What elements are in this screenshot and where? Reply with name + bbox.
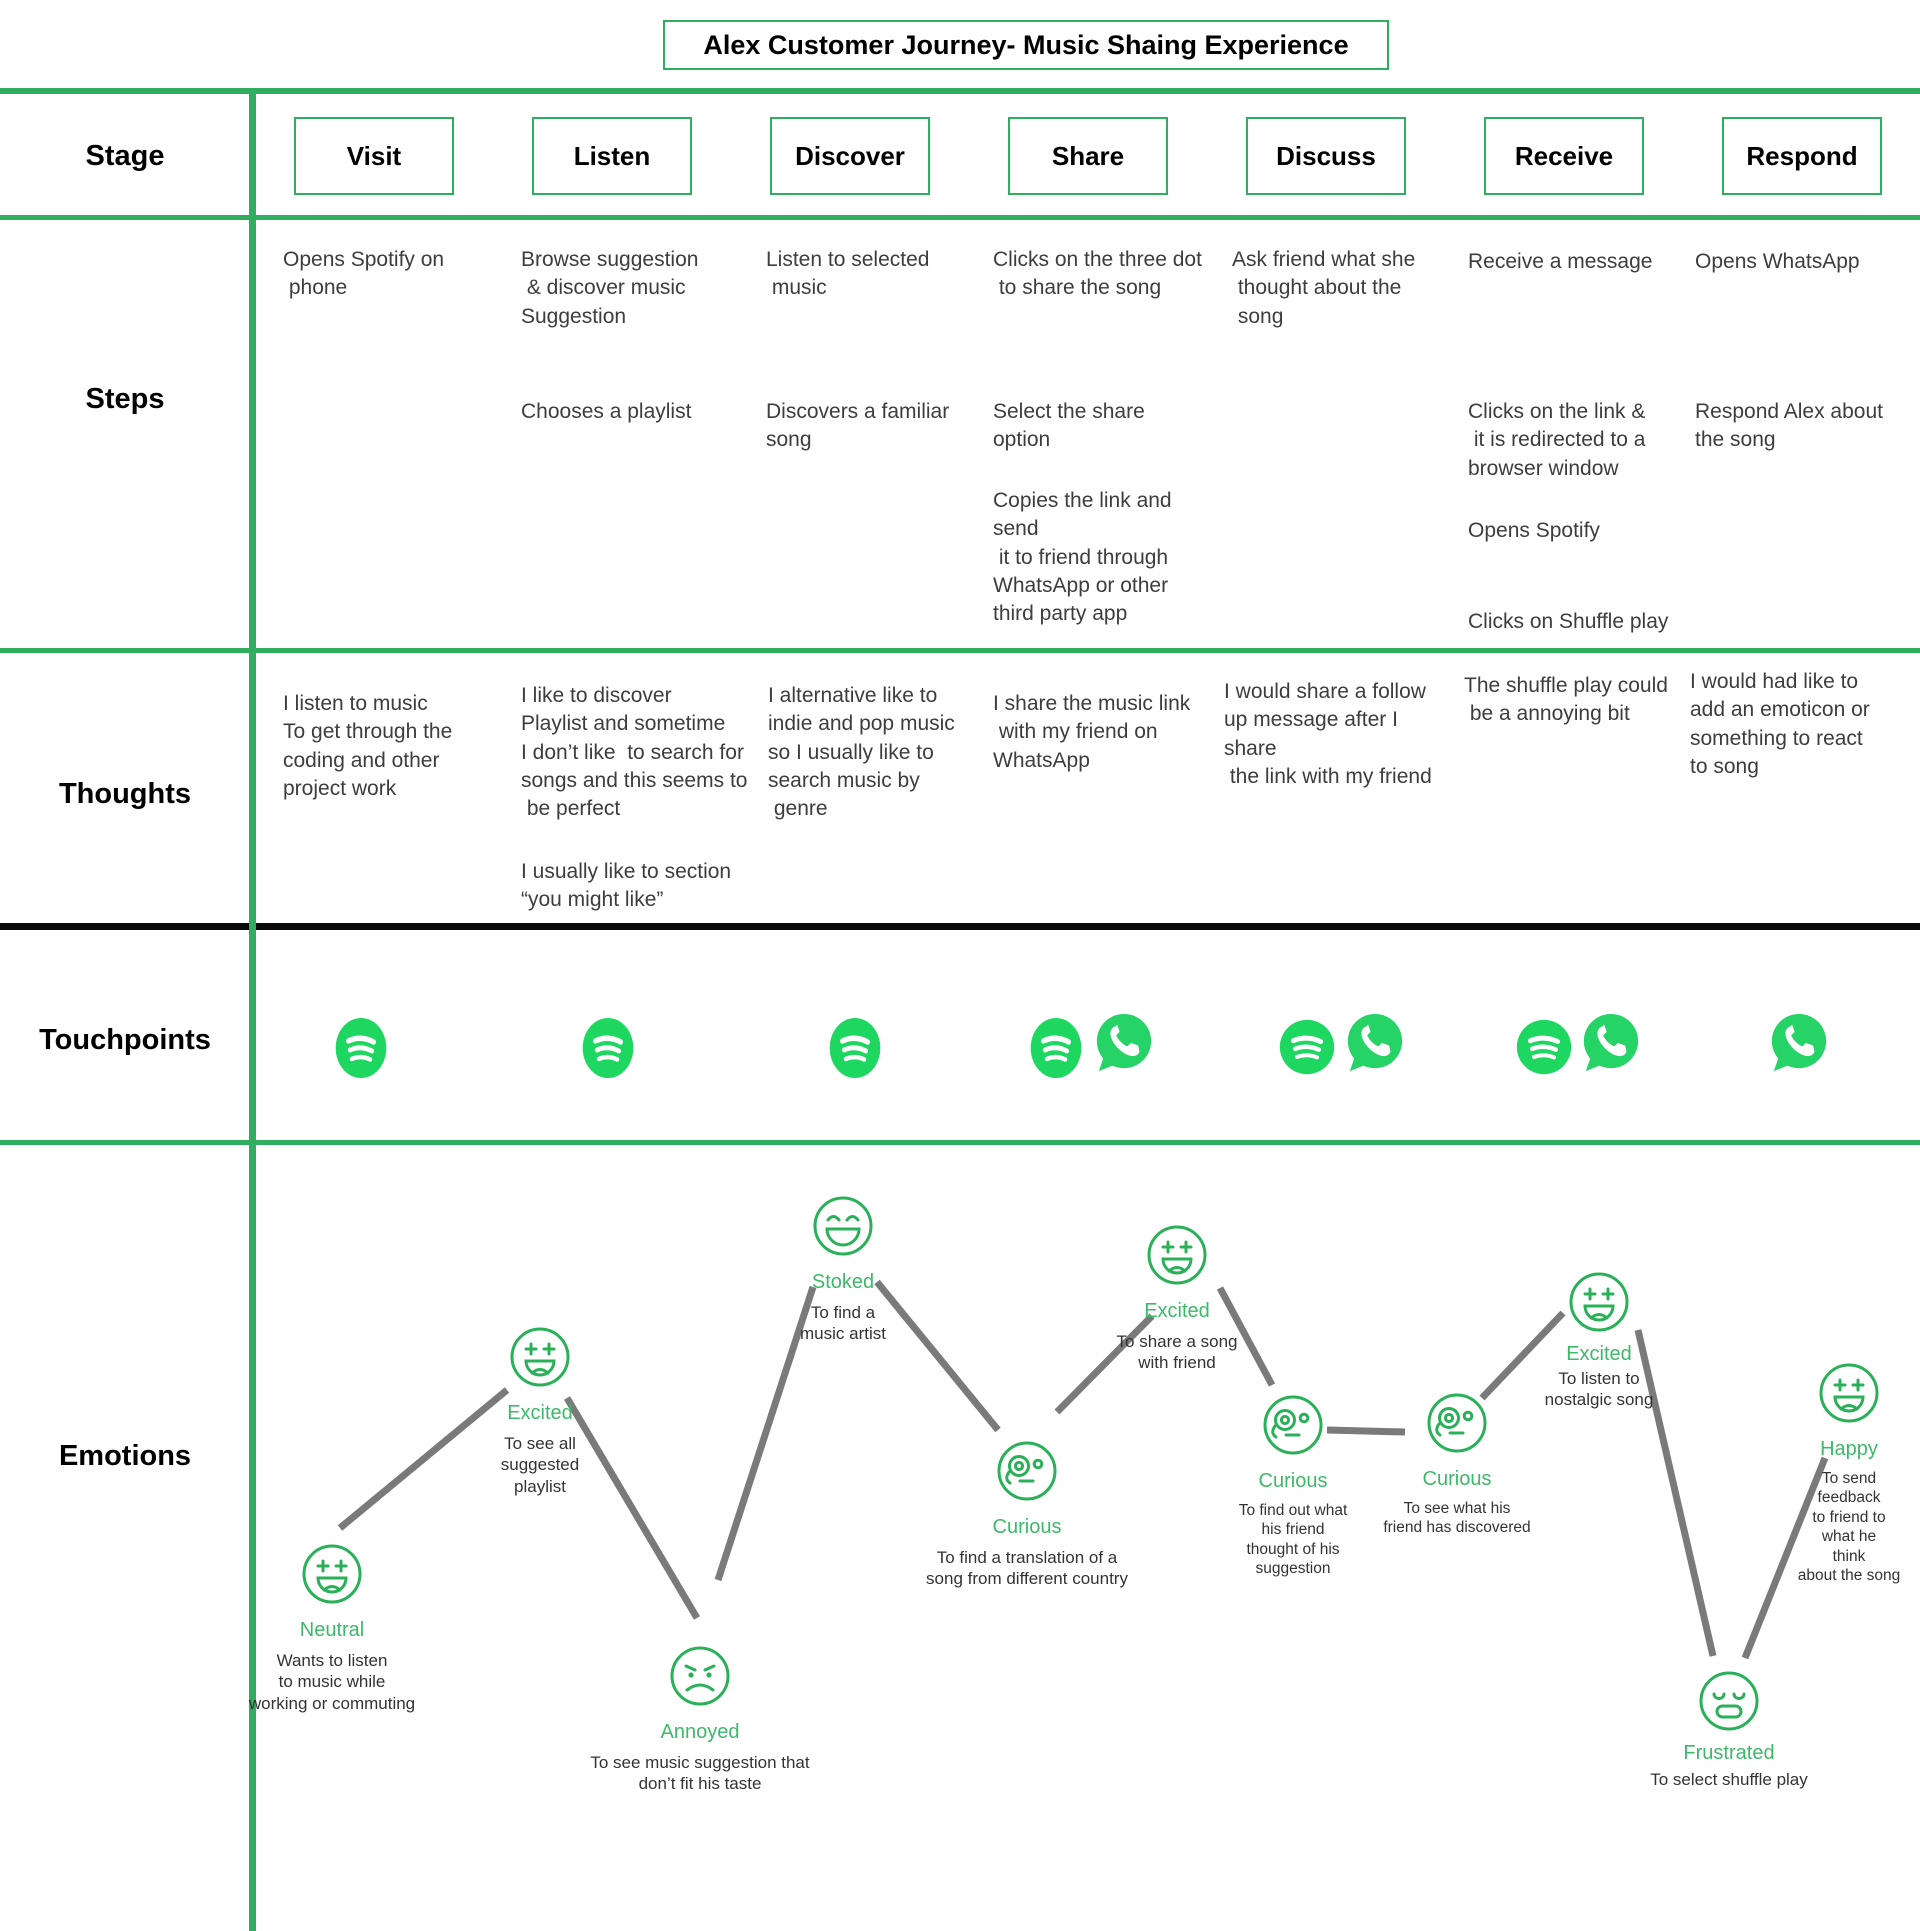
row-label-stage: Stage xyxy=(85,140,165,172)
step-cell: Select the share option xyxy=(993,400,1145,452)
whatsapp-icon xyxy=(1771,1013,1827,1072)
divider-steps-thoughts xyxy=(0,648,1920,653)
divider-stage-steps xyxy=(0,215,1920,220)
emotion-point-stoked: Stoked To find a music artist xyxy=(768,1193,918,1345)
emotion-point-excited: Excited To share a song with friend xyxy=(1092,1222,1262,1374)
divider-touchpoints-emotions xyxy=(0,1140,1920,1145)
step-cell: Receive a message xyxy=(1468,250,1653,273)
step-cell: Copies the link and send it to friend th… xyxy=(993,489,1172,626)
row-label-steps: Steps xyxy=(85,383,165,415)
excited-face-icon xyxy=(1147,1225,1207,1285)
row-label-emotions: Emotions xyxy=(58,1440,192,1472)
happy-face-icon xyxy=(1819,1363,1879,1423)
step-cell: Listen to selected music xyxy=(766,248,930,300)
stage-box-respond: Respond xyxy=(1722,117,1882,195)
divider-label-column xyxy=(249,88,256,1931)
whatsapp-icon xyxy=(1347,1013,1403,1072)
step-cell: Clicks on the link & it is redirected to… xyxy=(1468,400,1646,480)
row-label-thoughts: Thoughts xyxy=(58,778,192,810)
row-label-touchpoints: Touchpoints xyxy=(39,1024,211,1056)
divider-thoughts-touchpoints xyxy=(0,923,1920,930)
emotion-point-neutral: Neutral Wants to listen to music while w… xyxy=(217,1541,447,1714)
emotion-point-curious: Curious To find out what his friend thou… xyxy=(1213,1392,1373,1579)
curious-face-icon xyxy=(1263,1395,1323,1455)
stage-box-visit: Visit xyxy=(294,117,454,195)
whatsapp-icon xyxy=(1583,1013,1639,1072)
thought-cell: I alternative like to indie and pop musi… xyxy=(768,684,955,821)
stage-box-receive: Receive xyxy=(1484,117,1644,195)
step-cell: Opens Spotify xyxy=(1468,519,1600,542)
stage-box-discuss: Discuss xyxy=(1246,117,1406,195)
whatsapp-icon xyxy=(1096,1013,1152,1072)
emotion-point-frustrated: Frustrated To select shuffle play xyxy=(1614,1668,1844,1790)
emotion-point-happy: Happy To send feedback to friend to what… xyxy=(1784,1360,1914,1585)
spotify-icon xyxy=(582,1018,634,1078)
thought-cell: I would had like to add an emoticon or s… xyxy=(1690,670,1870,779)
step-cell: Opens Spotify on phone xyxy=(283,248,445,300)
thought-cell: I like to discover Playlist and sometime… xyxy=(521,684,748,821)
step-cell: Discovers a familiar song xyxy=(766,400,950,452)
step-cell: Browse suggestion & discover music Sugge… xyxy=(521,248,699,328)
step-cell: Clicks on the three dot to share the son… xyxy=(993,248,1202,300)
emotion-point-excited: Excited To see all suggested playlist xyxy=(485,1324,595,1497)
spotify-icon xyxy=(829,1018,881,1078)
thought-cell: I listen to music To get through the cod… xyxy=(283,692,453,801)
step-cell: Clicks on Shuffle play xyxy=(1468,610,1669,633)
thought-cell: I usually like to section “you might lik… xyxy=(521,860,732,912)
curious-face-icon xyxy=(1427,1393,1487,1453)
emotion-curve xyxy=(337,1279,1829,1660)
excited-face-icon xyxy=(1569,1272,1629,1332)
divider-top xyxy=(0,88,1920,94)
step-cell: Opens WhatsApp xyxy=(1695,250,1860,273)
thought-cell: I share the music link with my friend on… xyxy=(993,692,1191,772)
step-cell: Ask friend what she thought about the so… xyxy=(1232,248,1416,328)
annoyed-face-icon xyxy=(670,1646,730,1706)
spotify-icon xyxy=(335,1018,387,1078)
stoked-face-icon xyxy=(813,1196,873,1256)
page-title: Alex Customer Journey- Music Shaing Expe… xyxy=(663,20,1389,70)
step-cell: Chooses a playlist xyxy=(521,400,692,423)
step-cell: Respond Alex about the song xyxy=(1695,400,1883,452)
stage-box-listen: Listen xyxy=(532,117,692,195)
thought-cell: The shuffle play could be a annoying bit xyxy=(1464,674,1668,726)
emotion-point-curious: Curious To see what his friend has disco… xyxy=(1357,1390,1557,1538)
thought-cell: I would share a follow up message after … xyxy=(1224,680,1432,789)
emotion-point-excited: Excited To listen to nostalgic song xyxy=(1524,1269,1674,1411)
spotify-icon xyxy=(1516,1019,1572,1075)
stage-box-discover: Discover xyxy=(770,117,930,195)
spotify-icon xyxy=(1279,1019,1335,1075)
stage-box-share: Share xyxy=(1008,117,1168,195)
excited-face-icon xyxy=(302,1544,362,1604)
excited-face-icon xyxy=(510,1327,570,1387)
emotion-point-curious: Curious To find a translation of a song … xyxy=(892,1438,1162,1590)
spotify-icon xyxy=(1030,1018,1082,1078)
curious-face-icon xyxy=(997,1441,1057,1501)
frustrated-face-icon xyxy=(1699,1671,1759,1731)
emotion-point-annoyed: Annoyed To see music suggestion that don… xyxy=(565,1643,835,1795)
